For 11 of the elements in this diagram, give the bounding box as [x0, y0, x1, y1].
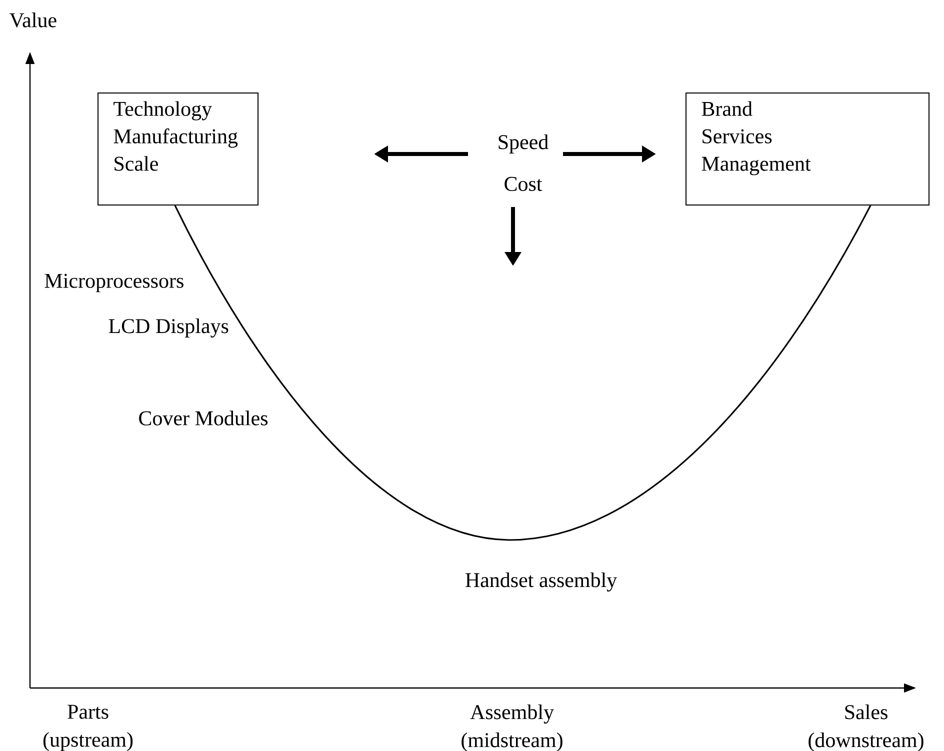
- factor-label: Cost: [504, 176, 542, 192]
- stage-label: Cover Modules: [139, 410, 268, 426]
- text-box: Technology Manufacturing Scale: [98, 92, 258, 206]
- stage-label: Microprocessors: [44, 274, 184, 292]
- factor-label: Speed: [498, 134, 548, 154]
- smile-curve: [174, 205, 872, 541]
- axis-label: Parts (upstream): [43, 704, 133, 751]
- axis-label: Value: [9, 12, 56, 28]
- stage-label: LCD Displays: [108, 318, 228, 338]
- stage-label: Handset assembly: [466, 572, 618, 592]
- text-box: Brand Services Management: [686, 92, 930, 206]
